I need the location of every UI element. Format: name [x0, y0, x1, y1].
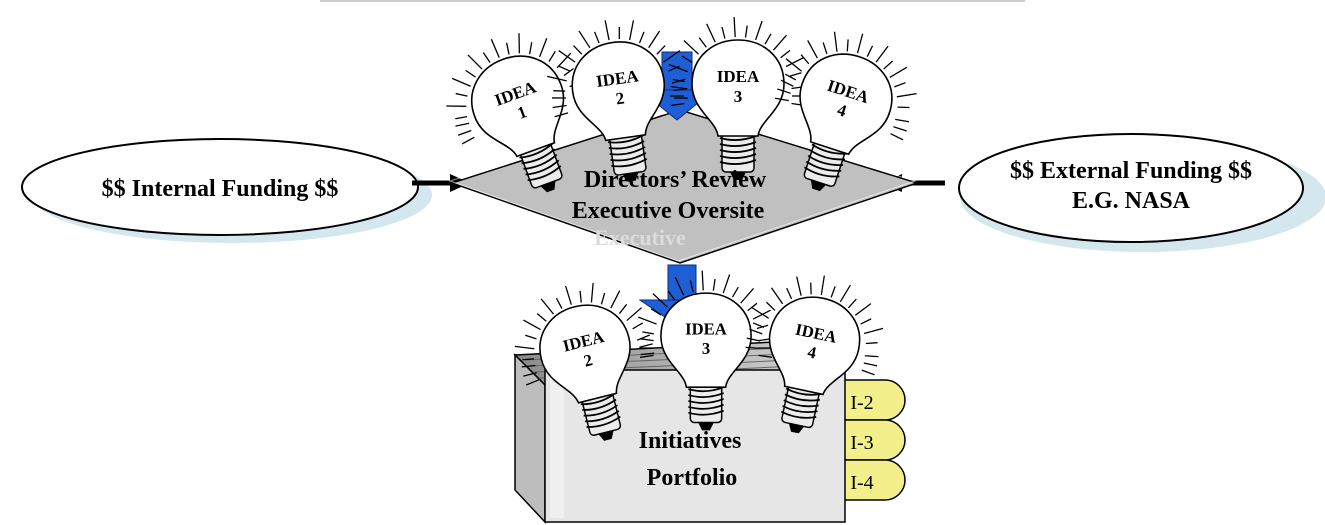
tab-i-4-label: I-4	[850, 472, 873, 494]
bulb-glass	[691, 39, 785, 137]
light-rays	[668, 17, 806, 107]
bulb-glass	[768, 296, 861, 396]
review-label: Directors’ Review	[584, 167, 767, 193]
bulb-base	[519, 140, 563, 193]
bulb-glass	[660, 292, 752, 388]
internal-funding-node: $$ Internal Funding $$	[21, 138, 432, 243]
bulb-base	[780, 383, 822, 434]
review-ghost-text: Executive	[594, 225, 686, 250]
bulb-base	[803, 139, 847, 192]
external-funding-label: $$ External Funding $$	[1010, 158, 1252, 184]
light-rays	[638, 270, 773, 358]
bulb-idea-word: IDEA	[685, 319, 727, 338]
bulb-glass	[470, 55, 565, 158]
bulb-base	[580, 390, 622, 441]
portfolio-tabs: I-2 I-3 I-4	[841, 379, 906, 501]
bulb-base	[607, 131, 648, 182]
light-rays	[774, 31, 917, 141]
portfolio-box-side	[514, 353, 546, 524]
tab-i-3-label: I-3	[850, 432, 873, 454]
bulb-idea-number: 3	[734, 87, 743, 106]
bulb-glass	[539, 304, 631, 404]
bulb-base	[688, 382, 724, 431]
bulb-glass	[799, 53, 893, 156]
internal-funding-label: $$ Internal Funding $$	[102, 176, 339, 202]
bulb-idea-number: 3	[702, 339, 710, 358]
bulb-glass	[571, 41, 665, 142]
light-rays	[514, 282, 655, 386]
light-rays	[745, 275, 884, 376]
tab-i-2-label: I-2	[850, 392, 873, 414]
bulb-idea-number: 2	[615, 88, 626, 108]
portfolio-label: Initiatives	[639, 428, 742, 454]
external-funding-sublabel: E.G. NASA	[1072, 188, 1191, 214]
bulb-idea-word: IDEA	[717, 67, 760, 86]
external-funding-node: $$ External Funding $$ E.G. NASA	[958, 133, 1325, 252]
portfolio-sublabel: Portfolio	[647, 465, 738, 491]
review-sublabel: Executive Oversite	[572, 198, 765, 224]
tab-i-4	[841, 459, 906, 501]
light-rays	[547, 20, 688, 118]
